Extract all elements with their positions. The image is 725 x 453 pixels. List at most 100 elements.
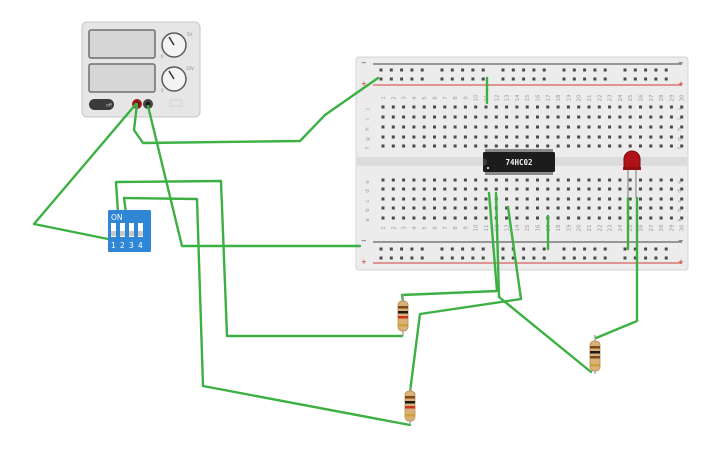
rail-hole[interactable] — [562, 68, 566, 72]
hole-a-19[interactable] — [566, 216, 570, 220]
hole-j-20[interactable] — [577, 105, 581, 109]
hole-d-19[interactable] — [566, 187, 570, 191]
hole-g-10[interactable] — [474, 135, 478, 139]
hole-d-25[interactable] — [628, 187, 632, 191]
hole-f-19[interactable] — [566, 144, 570, 148]
rail-hole[interactable] — [623, 256, 627, 260]
hole-f-14[interactable] — [515, 144, 519, 148]
hole-b-7[interactable] — [443, 206, 447, 210]
hole-e-23[interactable] — [608, 178, 612, 182]
hole-e-13[interactable] — [505, 178, 509, 182]
hole-f-6[interactable] — [433, 144, 436, 148]
hole-e-3[interactable] — [402, 178, 406, 182]
hole-c-26[interactable] — [639, 197, 642, 201]
hole-e-16[interactable] — [536, 178, 539, 182]
hole-d-13[interactable] — [505, 187, 509, 191]
hole-e-6[interactable] — [433, 178, 436, 182]
hole-d-26[interactable] — [639, 187, 642, 191]
hole-b-29[interactable] — [669, 206, 673, 210]
voltage-knob[interactable] — [161, 32, 187, 58]
hole-c-4[interactable] — [412, 197, 416, 201]
rail-hole[interactable] — [572, 256, 576, 260]
rail-hole[interactable] — [450, 68, 454, 72]
hole-d-4[interactable] — [412, 187, 416, 191]
hole-j-29[interactable] — [669, 105, 673, 109]
hole-i-15[interactable] — [525, 115, 529, 119]
hole-a-18[interactable] — [556, 216, 560, 220]
hole-b-24[interactable] — [618, 206, 622, 210]
hole-b-18[interactable] — [556, 206, 560, 210]
rail-hole[interactable] — [603, 68, 607, 72]
hole-e-19[interactable] — [566, 178, 570, 182]
hole-i-20[interactable] — [577, 115, 581, 119]
hole-f-7[interactable] — [443, 144, 447, 148]
hole-i-2[interactable] — [391, 115, 395, 119]
hole-j-4[interactable] — [412, 105, 416, 109]
hole-i-11[interactable] — [484, 115, 488, 119]
hole-a-14[interactable] — [515, 216, 519, 220]
hole-e-26[interactable] — [639, 178, 642, 182]
hole-i-10[interactable] — [474, 115, 478, 119]
hole-h-12[interactable] — [494, 125, 498, 129]
hole-b-8[interactable] — [453, 206, 457, 210]
hole-b-5[interactable] — [422, 206, 426, 210]
hole-h-29[interactable] — [669, 125, 673, 129]
rail-hole[interactable] — [481, 247, 485, 251]
hole-g-12[interactable] — [494, 135, 498, 139]
hole-c-3[interactable] — [402, 197, 406, 201]
dip-toggle-4[interactable] — [138, 223, 143, 237]
hole-j-14[interactable] — [515, 105, 519, 109]
hole-b-28[interactable] — [659, 206, 663, 210]
hole-g-13[interactable] — [505, 135, 509, 139]
hole-j-26[interactable] — [639, 105, 642, 109]
hole-i-14[interactable] — [515, 115, 519, 119]
hole-h-15[interactable] — [525, 125, 529, 129]
hole-j-1[interactable] — [381, 105, 385, 109]
hole-d-16[interactable] — [536, 187, 539, 191]
rail-hole[interactable] — [542, 256, 546, 260]
hole-a-30[interactable] — [680, 216, 684, 220]
hole-e-24[interactable] — [618, 178, 622, 182]
hole-g-20[interactable] — [577, 135, 581, 139]
rail-hole[interactable] — [481, 68, 485, 72]
hole-f-30[interactable] — [680, 144, 684, 148]
hole-b-19[interactable] — [566, 206, 570, 210]
power-button[interactable] — [89, 99, 114, 110]
hole-f-20[interactable] — [577, 144, 581, 148]
dip-toggle-3[interactable] — [129, 223, 134, 237]
hole-g-5[interactable] — [422, 135, 426, 139]
rail-hole[interactable] — [501, 77, 505, 81]
rail-hole[interactable] — [501, 68, 505, 72]
rail-hole[interactable] — [644, 77, 648, 81]
hole-d-17[interactable] — [546, 187, 550, 191]
rail-hole[interactable] — [542, 247, 546, 251]
rail-hole[interactable] — [644, 247, 648, 251]
rail-hole[interactable] — [593, 247, 597, 251]
hole-d-11[interactable] — [484, 187, 488, 191]
rail-hole[interactable] — [410, 77, 414, 81]
rail-hole[interactable] — [623, 77, 627, 81]
hole-c-15[interactable] — [525, 197, 529, 201]
hole-b-11[interactable] — [484, 206, 488, 210]
hole-j-25[interactable] — [628, 105, 632, 109]
hole-e-2[interactable] — [391, 178, 395, 182]
hole-c-20[interactable] — [577, 197, 581, 201]
hole-c-27[interactable] — [649, 197, 653, 201]
hole-a-4[interactable] — [412, 216, 416, 220]
rail-hole[interactable] — [461, 256, 465, 260]
hole-a-26[interactable] — [639, 216, 642, 220]
rail-hole[interactable] — [572, 247, 576, 251]
hole-c-9[interactable] — [463, 197, 467, 201]
hole-g-14[interactable] — [515, 135, 519, 139]
rail-hole[interactable] — [522, 77, 526, 81]
rail-hole[interactable] — [654, 256, 658, 260]
hole-i-28[interactable] — [659, 115, 663, 119]
hole-a-28[interactable] — [659, 216, 663, 220]
hole-f-13[interactable] — [505, 144, 509, 148]
rail-hole[interactable] — [450, 77, 454, 81]
hole-g-26[interactable] — [639, 135, 642, 139]
hole-i-4[interactable] — [412, 115, 416, 119]
hole-a-22[interactable] — [597, 216, 601, 220]
hole-d-7[interactable] — [443, 187, 447, 191]
hole-f-2[interactable] — [391, 144, 395, 148]
